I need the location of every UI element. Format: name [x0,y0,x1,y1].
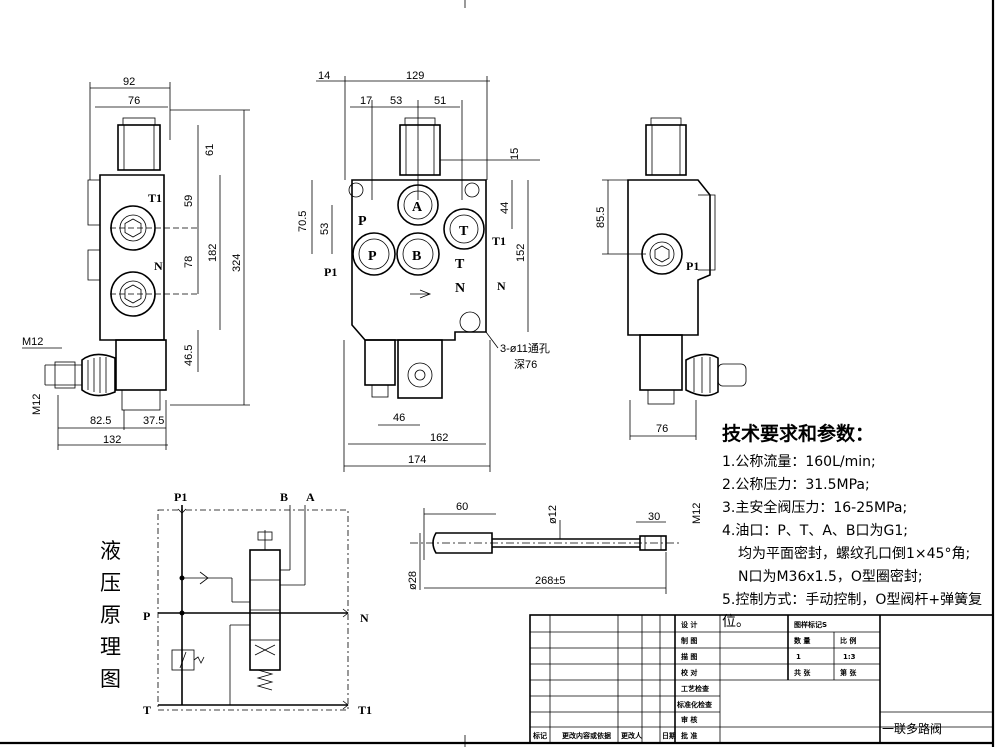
port-label-n-body: N [455,281,465,296]
dim-76: 76 [128,95,140,107]
tb-scale-val: 1:3 [843,653,856,661]
dim-15: 15 [509,148,521,160]
handle-drawing: 60 ø12 30 M12 ø28 268±5 [407,501,703,594]
dim-30: 30 [648,511,660,523]
schematic-title-char-2: 压 [100,571,121,595]
tb-quantity: 数 量 [794,636,810,645]
schematic-port-t1: T1 [358,703,372,717]
tech-line-4: 4.油口：P、T、A、B口为G1; [722,523,908,539]
dim-324: 324 [231,254,243,272]
tb-footer-date: 日期 [662,731,676,740]
dim-60: 60 [456,501,468,513]
dim-53-v: 53 [319,223,331,235]
tech-line-6: N口为M36x1.5，O型圈密封; [738,568,923,585]
dim-85-5: 85.5 [595,207,607,228]
tb-footer-mark: 标记 [532,731,547,740]
tb-footer-content: 更改内容或依据 [562,731,611,740]
dim-m12-handle: M12 [691,503,703,524]
tb-mark: 图样标记 [794,620,822,629]
tech-line-1: 1.公称流量：160L/min; [722,454,876,470]
tech-line-5: 均为平面密封，螺纹孔口倒1×45°角; [738,545,970,562]
schematic-title-char-3: 原 [100,603,121,627]
dim-182: 182 [207,244,219,262]
tb-approve: 批 准 [681,731,697,740]
dim-51: 51 [434,95,446,107]
dim-61: 61 [204,144,216,156]
tb-sheets-total: 共 张 [794,668,811,677]
port-label-n: N [154,259,163,273]
dim-phi28: ø28 [407,571,419,590]
dim-59: 59 [183,195,195,207]
schematic-title-char-5: 图 [100,667,121,691]
tb-design: 设 计 [681,620,697,629]
tb-sheet-no: 第 张 [840,668,857,677]
port-label-t-body: T [455,257,465,272]
tb-review: 审 核 [681,715,697,724]
dim-phi12: ø12 [547,505,559,524]
dim-152: 152 [515,244,527,262]
port-label-t-circle: T [459,224,469,239]
right-side-view: P1 85.5 76 [595,117,747,440]
tech-line-8: 位。 [722,614,750,630]
tb-standard: 标准化检查 [676,700,713,709]
tb-process: 工艺检查 [681,684,710,693]
dim-37-5: 37.5 [143,415,164,427]
schematic-port-n: N [360,611,369,625]
dim-82-5: 82.5 [90,415,111,427]
dim-53: 53 [390,95,402,107]
dim-268: 268±5 [535,575,566,587]
left-side-view: 92 76 T1 N 61 59 [22,76,250,450]
schematic-title-char-1: 液 [100,539,121,563]
schematic-port-p: P [143,609,150,623]
dim-m12-top: M12 [22,336,43,348]
dim-162: 162 [430,432,448,444]
tb-footer-person: 更改人 [621,731,643,740]
tb-quantity-val: 1 [796,653,801,661]
tb-scale: 比 例 [840,636,856,645]
dim-14: 14 [318,70,330,82]
hydraulic-schematic: 液 压 原 理 图 P1 B A P N T T1 [100,490,372,717]
tech-title: 技术要求和参数： [722,422,874,445]
dim-46: 46 [393,412,405,424]
tech-line-7: 5.控制方式：手动控制，O型阀杆+弹簧复 [722,591,982,608]
port-label-p1: P1 [686,259,699,273]
dim-76-right: 76 [656,423,668,435]
dim-174: 174 [408,454,426,466]
port-label-p-upper: P [358,214,367,229]
port-label-a: A [412,200,423,215]
drawing-name: 一联多路阀 [882,721,942,736]
schematic-port-p1: P1 [174,490,187,504]
dim-44: 44 [499,202,511,214]
dim-132: 132 [103,434,121,446]
port-label-t1: T1 [492,234,506,248]
dim-46-5: 46.5 [183,345,195,366]
hole-note-1: 3-ø11通孔 [500,342,550,355]
tb-check: 校 对 [681,668,697,677]
schematic-port-b: B [280,490,288,504]
tb-mark-s: S [822,621,827,629]
title-block: 设 计 制 图 描 图 校 对 工艺检查 标准化检查 审 核 批 准 图样标记 … [529,614,994,744]
hole-note-2: 深76 [514,358,537,371]
tb-trace: 描 图 [681,652,697,661]
port-label-p-circle: P [368,249,377,264]
port-label-b: B [412,249,421,264]
dim-92: 92 [123,76,135,88]
schematic-title-char-4: 理 [100,635,121,659]
port-label-n-side: N [497,279,506,293]
tech-line-2: 2.公称压力：31.5MPa; [722,477,870,493]
schematic-port-a: A [306,490,315,504]
dim-129: 129 [406,70,424,82]
dim-70-5: 70.5 [297,211,309,232]
schematic-port-t: T [143,703,151,717]
front-view: 14 129 17 53 51 15 A P T P B T1 [297,70,550,472]
port-label-t1: T1 [148,191,162,205]
dim-78: 78 [183,256,195,268]
dim-17: 17 [360,95,372,107]
dim-m12-side: M12 [31,394,43,415]
technical-requirements: 技术要求和参数： 1.公称流量：160L/min; 2.公称压力：31.5MPa… [722,422,982,630]
port-label-p1: P1 [324,265,337,279]
tech-line-3: 3.主安全阀压力：16-25MPa; [722,499,907,516]
tb-draw: 制 图 [681,636,697,645]
